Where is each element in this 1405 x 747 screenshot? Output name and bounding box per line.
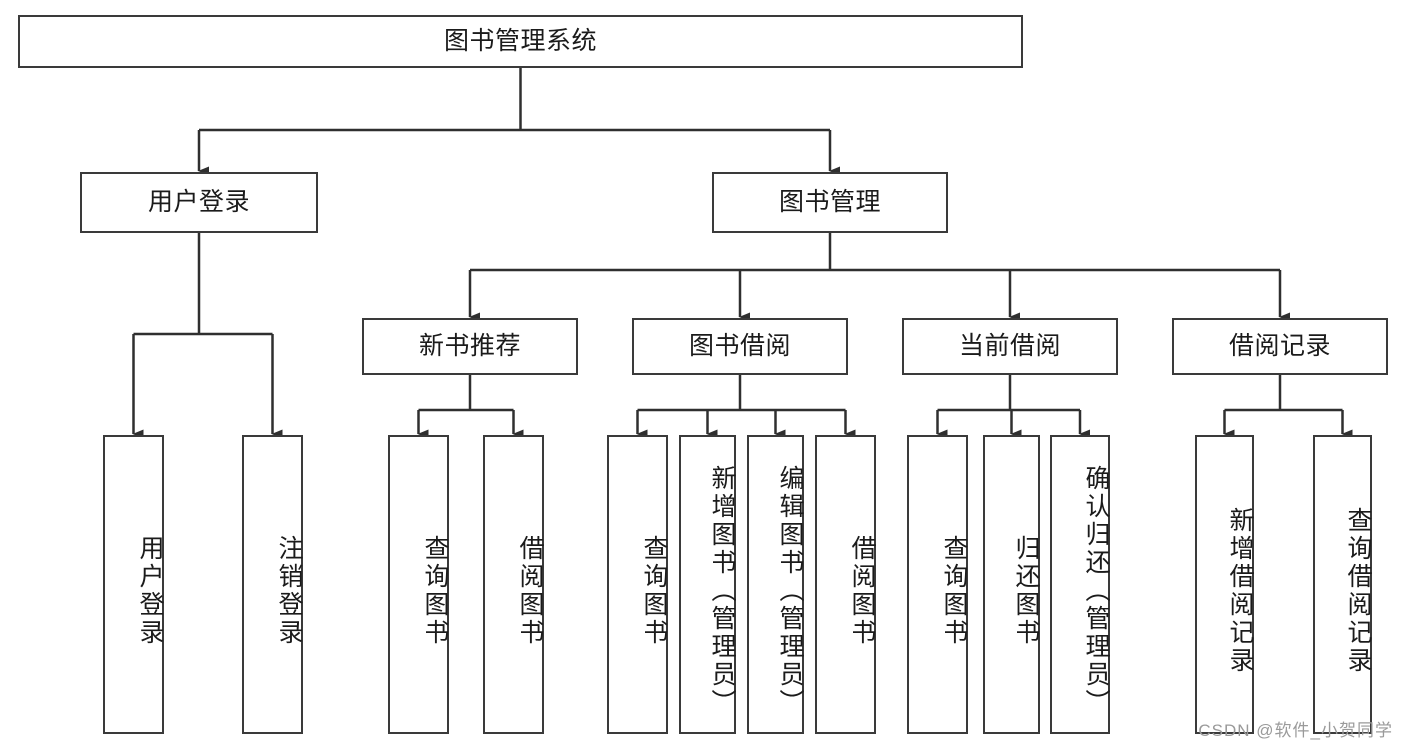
node-label: 借阅图书: [516, 534, 544, 647]
node-leaf-logout: 注销登录: [242, 435, 303, 734]
node-book-borrow: 图书借阅: [632, 318, 848, 375]
node-label: 图书管理: [778, 188, 881, 217]
node-label: 用户登录: [136, 534, 164, 647]
node-label: 归还图书: [1012, 534, 1040, 647]
node-label: 新书推荐: [418, 332, 521, 361]
node-label: 借阅记录: [1228, 332, 1331, 361]
node-label: 用户登录: [147, 188, 250, 217]
node-label: 确认归还（管理员）: [1082, 464, 1110, 717]
node-root: 图书管理系统: [18, 15, 1023, 68]
node-leaf-query-book-2: 查询图书: [607, 435, 668, 734]
node-leaf-query-book-1: 查询图书: [388, 435, 449, 734]
node-label: 查询图书: [421, 534, 449, 647]
node-label: 注销登录: [275, 534, 303, 647]
node-label: 查询图书: [940, 534, 968, 647]
node-label: 当前借阅: [958, 332, 1061, 361]
node-leaf-edit-book: 编辑图书（管理员）: [747, 435, 804, 734]
csdn-watermark: CSDN @软件_小贺同学: [1198, 721, 1393, 740]
node-leaf-confirm-return: 确认归还（管理员）: [1050, 435, 1110, 734]
node-label: 借阅图书: [848, 534, 876, 647]
node-label: 查询图书: [640, 534, 668, 647]
node-leaf-query-record: 查询借阅记录: [1313, 435, 1372, 734]
node-label: 图书借阅: [688, 332, 791, 361]
node-book-manage: 图书管理: [712, 172, 948, 233]
node-label: 编辑图书（管理员）: [776, 464, 804, 717]
node-borrow-record: 借阅记录: [1172, 318, 1388, 375]
node-label: 图书管理系统: [443, 27, 597, 56]
node-label: 新增借阅记录: [1226, 506, 1254, 675]
node-leaf-add-record: 新增借阅记录: [1195, 435, 1254, 734]
node-label: 新增图书（管理员）: [708, 464, 736, 717]
node-new-book-rec: 新书推荐: [362, 318, 578, 375]
node-leaf-add-book: 新增图书（管理员）: [679, 435, 736, 734]
node-leaf-return-book: 归还图书: [983, 435, 1040, 734]
node-leaf-user-login: 用户登录: [103, 435, 164, 734]
node-leaf-borrow-book-2: 借阅图书: [815, 435, 876, 734]
node-current-borrow: 当前借阅: [902, 318, 1118, 375]
node-label: 查询借阅记录: [1344, 506, 1372, 675]
node-user-login: 用户登录: [80, 172, 318, 233]
node-leaf-query-book-3: 查询图书: [907, 435, 968, 734]
node-leaf-borrow-book-1: 借阅图书: [483, 435, 544, 734]
